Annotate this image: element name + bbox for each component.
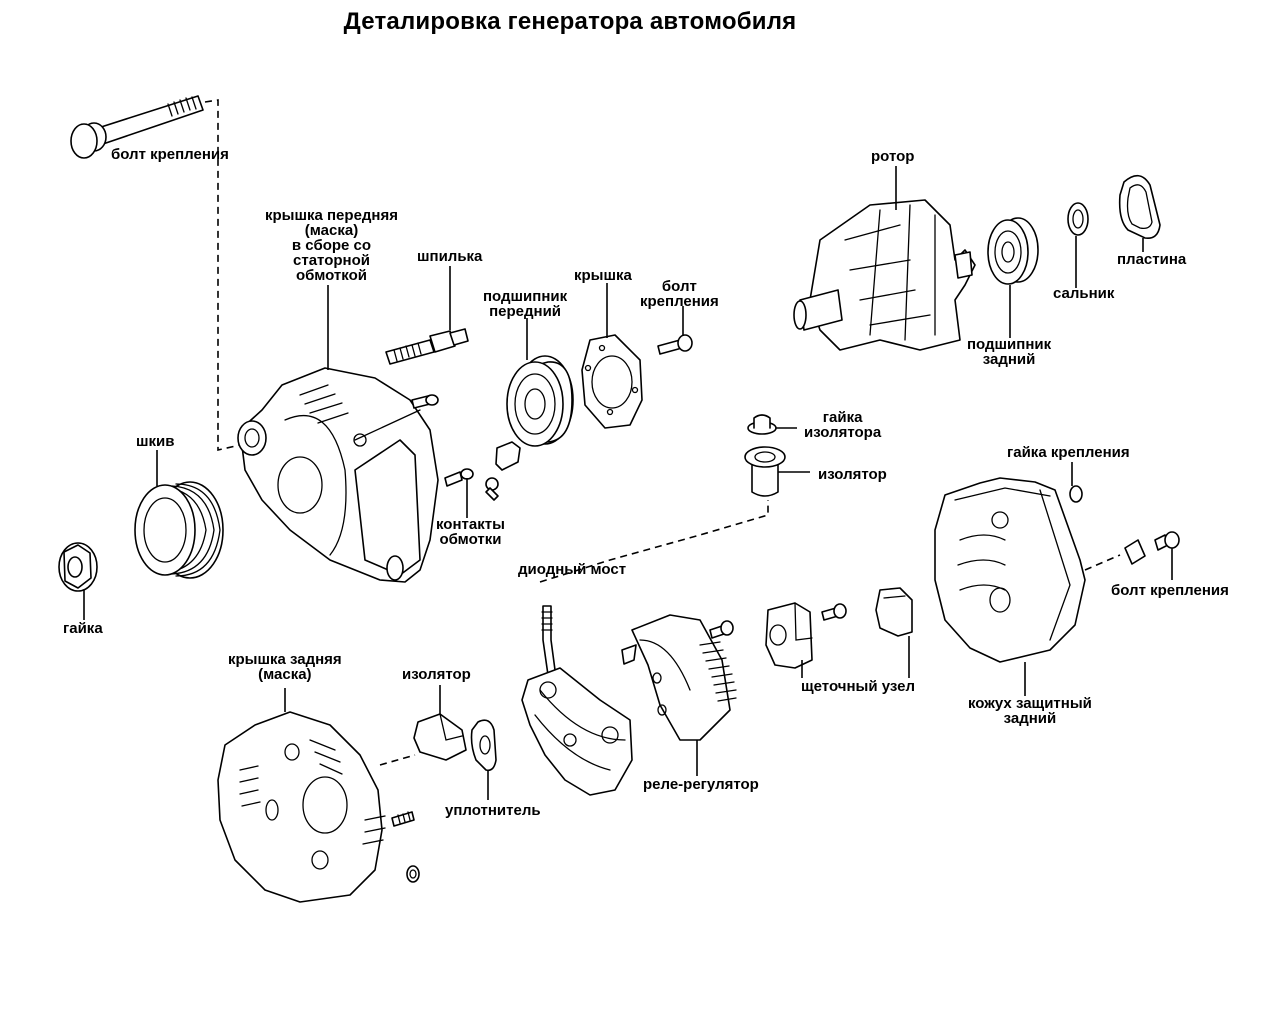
label-brush-assembly: щеточный узел: [801, 678, 915, 695]
label-stud: шпилька: [417, 248, 483, 265]
pulley-drawing: [134, 481, 224, 579]
cover-plate-drawing: [581, 334, 643, 429]
regulator-drawing: [621, 614, 737, 741]
label-pulley: шкив: [136, 433, 175, 450]
label-gasket: уплотнитель: [445, 802, 541, 819]
label-mount-nut: гайка крепления: [1007, 444, 1130, 461]
leader-lines: [83, 166, 1173, 800]
small-screw-drawing: [485, 477, 499, 501]
gasket-drawing: [470, 719, 497, 772]
rotor-drawing: [793, 199, 976, 351]
label-plate: пластина: [1117, 251, 1187, 268]
label-rotor: ротор: [871, 148, 915, 165]
rear-cover-stud-drawing: [391, 811, 415, 827]
assembly-line-rear-cover: [379, 754, 416, 766]
label-insulator-top: изолятор: [818, 466, 887, 483]
rear-cover-drawing: [217, 711, 386, 903]
label-rear-shroud: кожух защитный задний: [968, 695, 1092, 727]
rear-cover-nut-drawing: [406, 865, 420, 883]
assembly-line-rear-shroud: [1084, 554, 1121, 571]
brush-screw-drawing: [821, 603, 847, 621]
rear-bearing-drawing: [987, 217, 1039, 285]
label-regulator: реле-регулятор: [643, 776, 759, 793]
label-insulator-nut: гайка изолятора: [804, 409, 882, 441]
label-rear-bolt: болт крепления: [1111, 582, 1229, 599]
label-front-bearing: подшипник передний: [483, 288, 568, 320]
rear-bolt-drawing: [1124, 531, 1180, 565]
insulator-top-drawing: [744, 446, 786, 497]
stud-drawing: [385, 328, 469, 365]
label-front-cover: крышка передняя (маска) в сборе со стато…: [265, 207, 398, 284]
front-cover-drawing: [237, 367, 439, 583]
nut-drawing: [58, 542, 98, 592]
plate-drawing: [1118, 174, 1161, 240]
seal-drawing: [1067, 202, 1089, 236]
insulator-nut-drawing: [747, 414, 777, 435]
label-diode-bridge: диодный мост: [518, 561, 627, 578]
label-rear-cover: крышка задняя (маска): [228, 651, 342, 683]
front-bearing-drawing: [506, 355, 574, 447]
brush-assembly-drawing: [765, 602, 813, 669]
regulator-screw-drawing: [709, 620, 734, 639]
label-nut: гайка: [63, 620, 103, 637]
brush-bracket-drawing: [875, 587, 913, 637]
diode-bridge-drawing: [521, 605, 633, 796]
label-bolt-main: болт крепления: [111, 146, 229, 163]
label-cover: крышка: [574, 267, 632, 284]
diagram-title: Деталировка генератора автомобиля: [343, 8, 797, 35]
assembly-line-bolt: [204, 99, 241, 452]
cover-bolt-drawing: [657, 334, 693, 355]
rear-shroud-drawing: [934, 477, 1086, 663]
label-rear-bearing: подшипник задний: [967, 336, 1052, 368]
insulator-bottom-drawing: [413, 713, 467, 761]
label-cover-bolt: болт крепления: [640, 278, 719, 310]
assembly-line-diode: [539, 500, 769, 583]
label-seal: сальник: [1053, 285, 1115, 302]
small-insulator-drawing: [495, 441, 521, 471]
winding-contacts-drawing: [411, 394, 474, 487]
label-insulator-bottom: изолятор: [402, 666, 471, 683]
bolt-drawing: [70, 95, 204, 159]
mount-nut-drawing: [1069, 485, 1083, 503]
label-winding-contacts: контакты обмотки: [436, 516, 505, 548]
